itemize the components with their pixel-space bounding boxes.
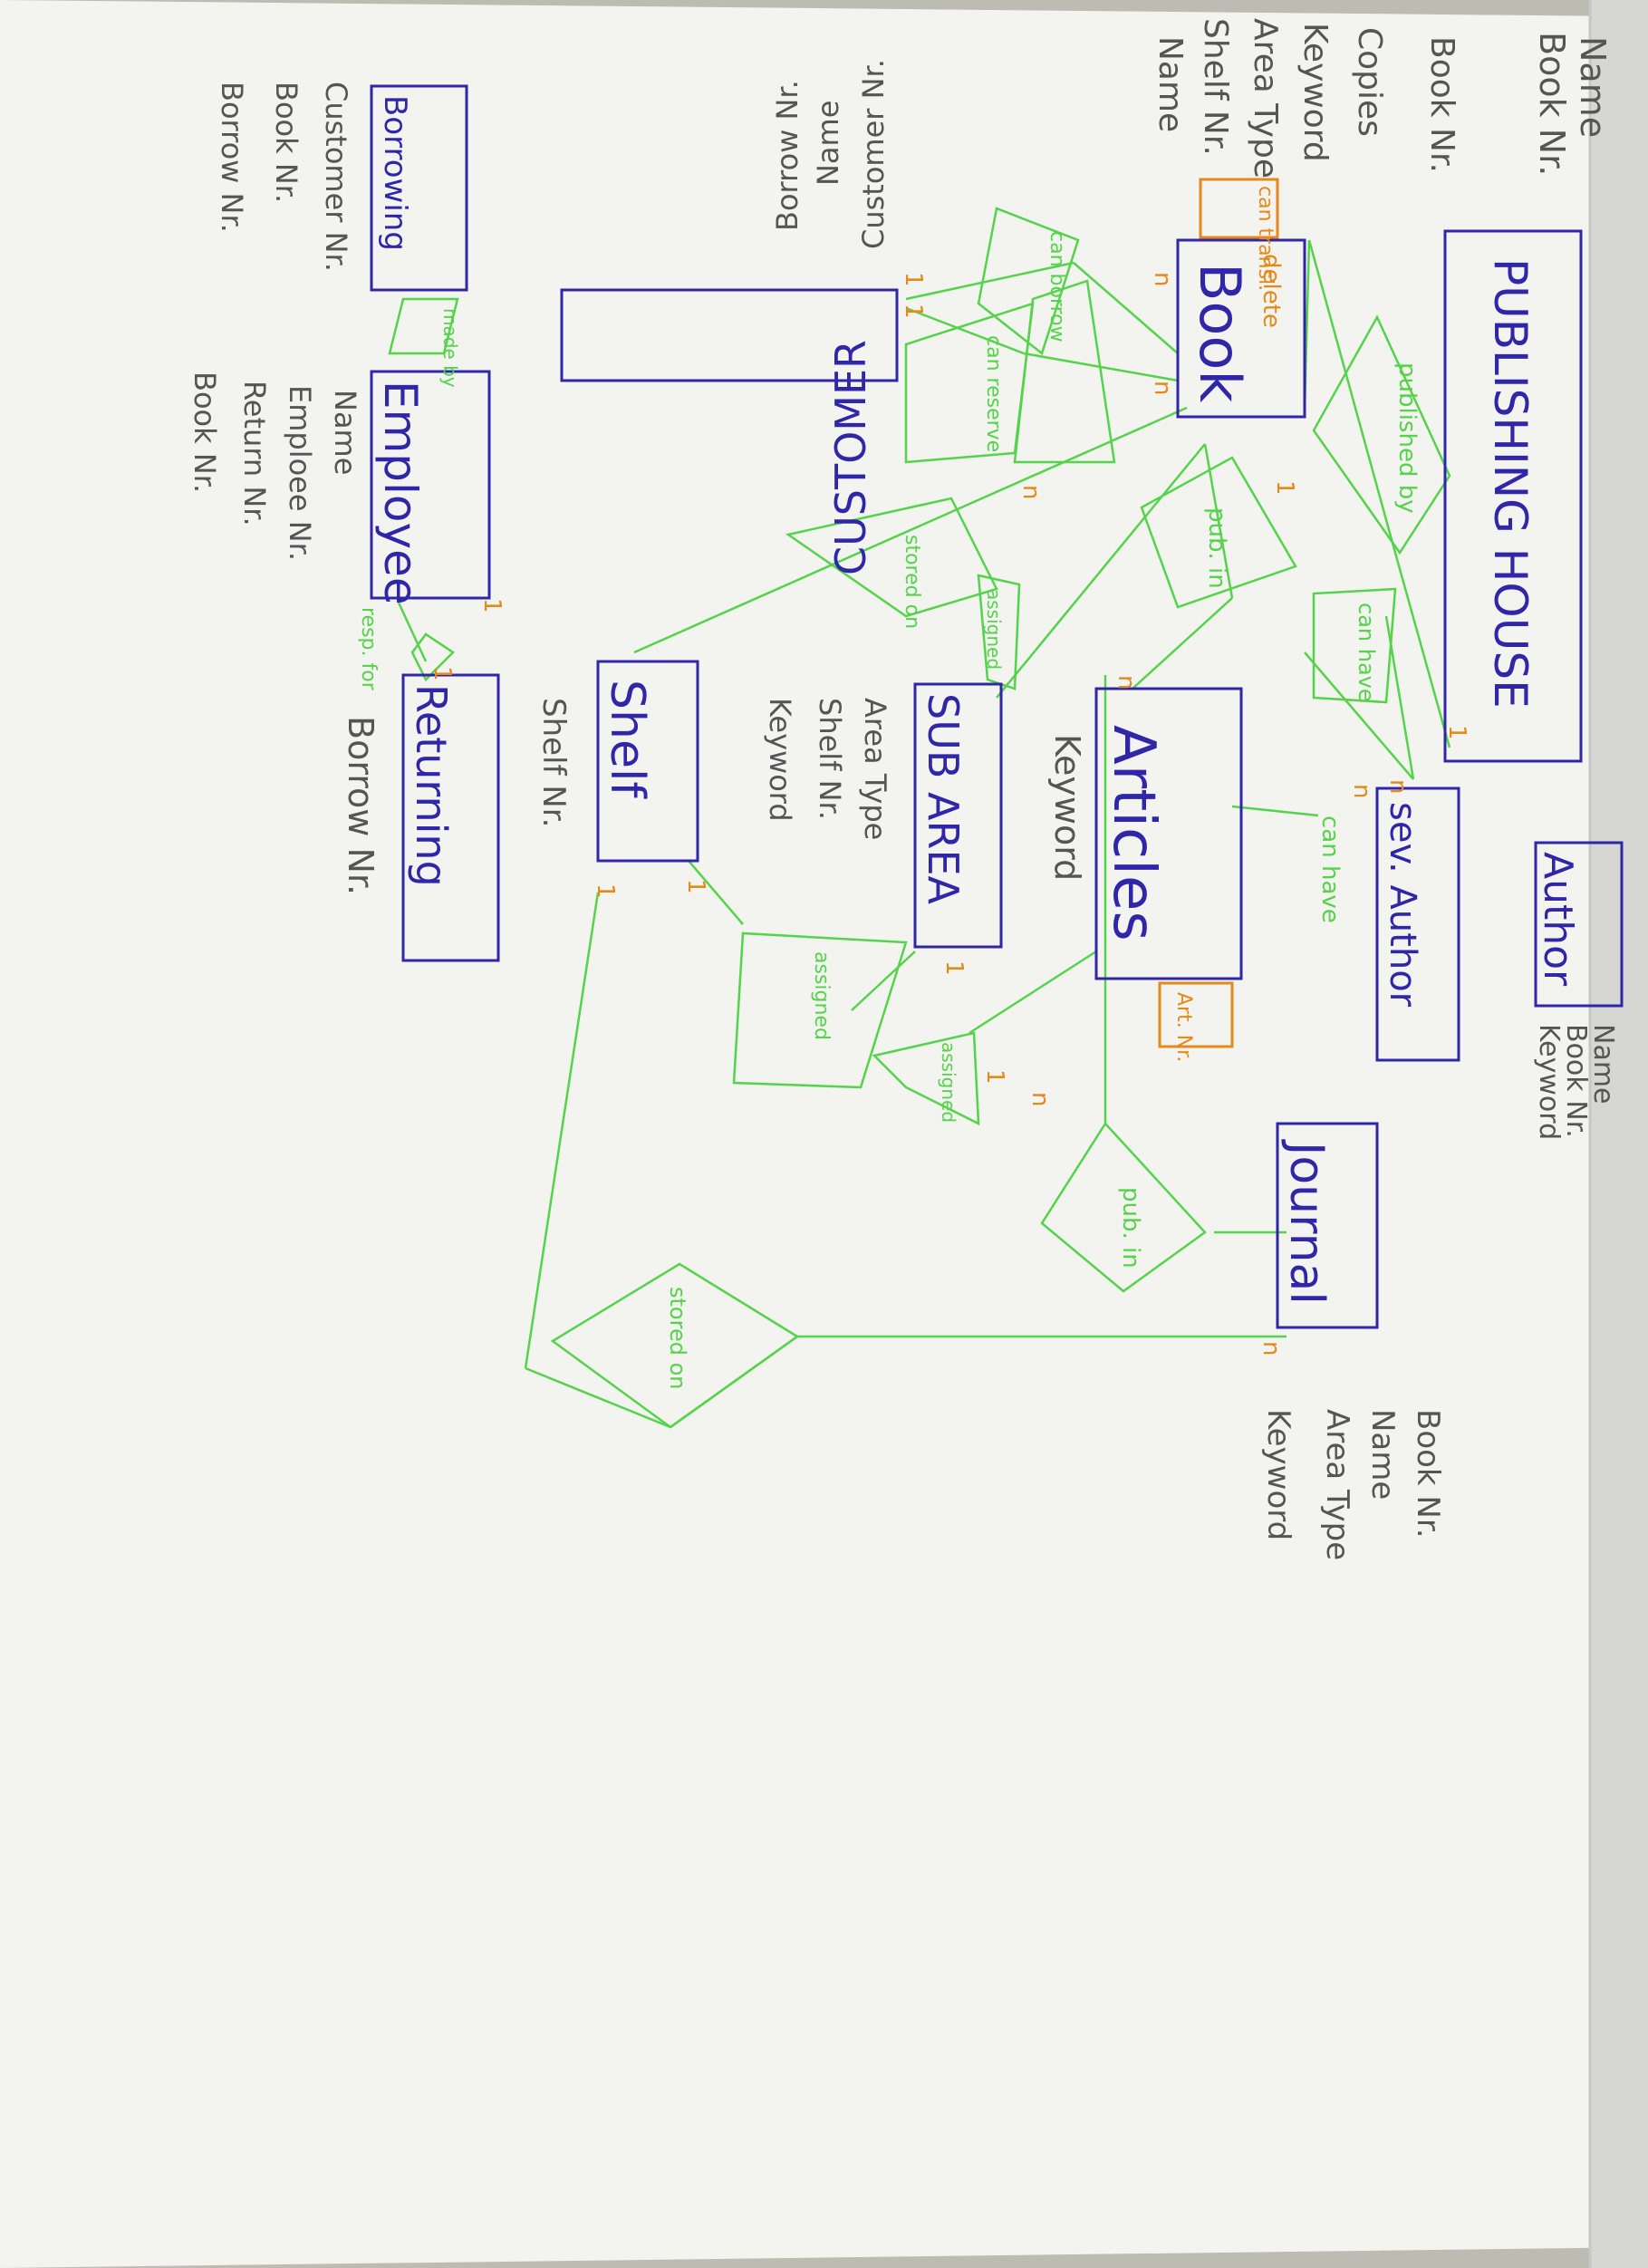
- rel-can-have-art: can have: [1316, 816, 1344, 923]
- attr-journal-area-type: Area Type: [1319, 1409, 1355, 1560]
- card-n: n: [1258, 1341, 1285, 1356]
- attr-author-book-nr: Book Nr.: [1560, 1024, 1592, 1138]
- attr-articles-keyword: Keyword: [1047, 734, 1087, 881]
- attr-employee-return-nr: Return Nr.: [237, 381, 272, 526]
- entity-boxes: [370, 84, 1624, 1329]
- card-n: n: [1149, 381, 1176, 395]
- card-1: 1: [429, 666, 456, 681]
- card-n: n: [1149, 272, 1176, 286]
- attr-ph-name: Name: [1573, 36, 1613, 138]
- rel-pub-in-book: pub. in: [1203, 507, 1230, 589]
- entity-sub-area: SUB AREA: [919, 693, 968, 905]
- rel-stored-on-book: stored on: [901, 535, 923, 629]
- card-n: n: [1348, 784, 1375, 798]
- entity-shelf: Shelf: [600, 680, 654, 799]
- card-n: n: [1017, 485, 1045, 499]
- attr-journal-book-nr: Book Nr.: [1410, 1409, 1446, 1539]
- card-1: 1: [900, 304, 927, 319]
- entity-returning: Returning: [407, 684, 456, 887]
- entity-publishing-house: PUBLISHING HOUSE: [1484, 258, 1537, 709]
- entity-journal: Journal: [1279, 1139, 1334, 1305]
- rel-made-by: made by: [439, 308, 461, 388]
- note-can-transl: can transl.: [1254, 186, 1277, 291]
- attr-shelf-nr: Shelf Nr.: [535, 698, 572, 827]
- attr-book-name: Name: [1152, 36, 1189, 132]
- rel-stored-on-journal: stored on: [665, 1287, 690, 1389]
- note-delete: delete: [1258, 254, 1285, 328]
- entity-borrowing: Borrowing: [377, 95, 413, 251]
- attr-ph-book-nr: Book Nr.: [1532, 32, 1572, 176]
- attr-book-shelf-nr: Shelf Nr.: [1197, 18, 1234, 156]
- attr-sub-area-keyword: Keyword: [763, 698, 797, 822]
- card-n: n: [1026, 1092, 1054, 1106]
- rel-assigned-shelf: assigned: [810, 951, 833, 1040]
- attr-borrowing-customer-nr: Customer Nr.: [319, 82, 353, 272]
- cardinality-markers: n n 1 1 n 1 n n 1 n 1 1 1 1 n 1 1 n: [429, 272, 1470, 1356]
- card-1: 1: [682, 879, 709, 894]
- entity-sev-author: sev. Author: [1382, 802, 1423, 1008]
- attr-borrowing-borrow-nr: Borrow Nr.: [215, 82, 249, 233]
- attr-sub-area-type: Area Type: [858, 698, 892, 840]
- attr-book-area-type: Area Type: [1247, 18, 1284, 179]
- attr-employee-nr: Emploee Nr.: [283, 385, 317, 561]
- attr-customer-borrow-nr: Borrow Nr.: [770, 80, 805, 231]
- rel-published-by: published by: [1393, 362, 1421, 514]
- card-1: 1: [592, 883, 619, 899]
- card-n: n: [1384, 779, 1412, 794]
- rel-assigned-book: assigned: [983, 589, 1005, 670]
- attr-journal-keyword: Keyword: [1260, 1409, 1296, 1540]
- entity-customer: CUSTOMER: [826, 340, 875, 575]
- entity-employee: Employee: [374, 381, 427, 605]
- attr-borrowing-book-nr: Book Nr.: [269, 82, 304, 203]
- note-boxes: [1158, 178, 1279, 1048]
- note-art-nr: Art. Nr.: [1172, 992, 1195, 1062]
- attr-journal-name: Name: [1364, 1409, 1401, 1500]
- attr-author-keyword: Keyword: [1533, 1024, 1565, 1140]
- card-1: 1: [981, 1069, 1008, 1085]
- relationship-diamonds: [388, 207, 1451, 1429]
- card-1: 1: [900, 272, 927, 287]
- rel-assigned-art: assigned: [938, 1042, 959, 1123]
- attr-customer-nr: Customer Nr.: [856, 59, 891, 249]
- entity-author: Author: [1535, 852, 1581, 987]
- attr-employee-book-nr: Book Nr.: [188, 372, 222, 493]
- card-n: n: [1113, 675, 1140, 690]
- attr-book-nr: Book Nr.: [1423, 36, 1460, 173]
- rel-pub-in-journal: pub. in: [1117, 1187, 1144, 1269]
- card-1: 1: [940, 960, 968, 976]
- rel-resp-for: resp. for: [357, 607, 380, 691]
- card-1: 1: [1443, 725, 1470, 740]
- rel-can-borrow: can borrow: [1046, 231, 1068, 343]
- attr-book-keyword: Keyword: [1296, 23, 1334, 162]
- attr-employee-name: Name: [328, 390, 362, 475]
- entity-book: Book: [1187, 263, 1253, 402]
- attr-book-copies: Copies: [1351, 27, 1388, 137]
- rel-can-reserve: can reserve: [982, 335, 1005, 452]
- attr-author-name: Name: [1587, 1024, 1619, 1105]
- attr-sub-area-shelf-nr: Shelf Nr.: [813, 698, 847, 820]
- entity-articles: Articles: [1100, 725, 1167, 941]
- attr-returning-borrow-nr: Borrow Nr.: [341, 716, 381, 895]
- rel-can-have-ph: can have: [1354, 603, 1379, 702]
- card-1: 1: [1271, 480, 1298, 496]
- card-1: 1: [478, 598, 506, 613]
- attr-customer-name: Name: [811, 101, 845, 186]
